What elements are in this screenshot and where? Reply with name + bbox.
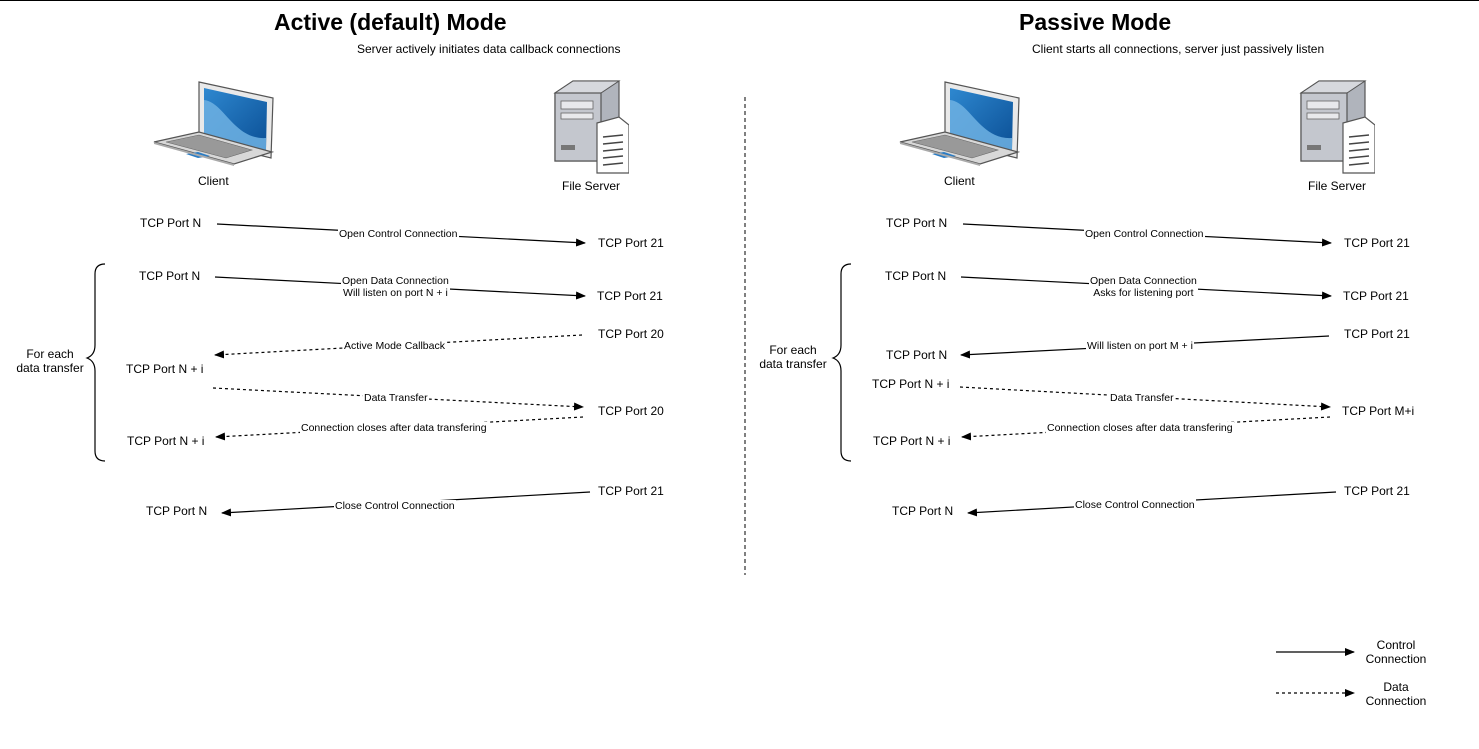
active-for-each-label: For each data transfer <box>16 347 84 375</box>
passive-server-port: TCP Port M+i <box>1342 404 1415 418</box>
passive-open-control-label: Open Control Connection <box>1084 228 1205 241</box>
active-connection-closes-label: Connection closes after data transfering <box>300 422 488 435</box>
active-mode-subtitle: Server actively initiates data callback … <box>357 42 621 56</box>
legend-data-label: Data Connection <box>1365 680 1427 708</box>
active-server-port: TCP Port 21 <box>598 236 664 250</box>
active-server-label: File Server <box>562 179 621 193</box>
passive-loop-brace <box>831 263 852 462</box>
passive-mode-subtitle: Client starts all connections, server ju… <box>1032 42 1325 56</box>
passive-server-port: TCP Port 21 <box>1344 236 1410 250</box>
file-server-icon <box>553 80 629 174</box>
passive-will-listen-label: Will listen on port M + i <box>1086 340 1194 353</box>
active-client-label: Client <box>198 174 229 188</box>
active-client-port: TCP Port N + i <box>126 362 204 376</box>
passive-client-port: TCP Port N <box>892 504 954 518</box>
active-client-port: TCP Port N + i <box>127 434 205 448</box>
file-server-icon <box>1299 80 1375 174</box>
active-mode-title: Active (default) Mode <box>274 9 507 35</box>
passive-client-port: TCP Port N + i <box>873 434 951 448</box>
active-callback-arrow <box>214 334 583 359</box>
laptop-icon <box>153 81 274 166</box>
passive-client-port: TCP Port N + i <box>872 377 950 391</box>
active-open-data-label: Open Data Connection Will listen on port… <box>341 275 450 300</box>
active-client-port: TCP Port N <box>140 216 202 230</box>
active-server-port: TCP Port 20 <box>598 404 664 418</box>
active-client-port: TCP Port N <box>139 269 201 283</box>
passive-server-port: TCP Port 21 <box>1344 327 1410 341</box>
passive-for-each-label: For each data transfer <box>759 343 827 371</box>
passive-mode-title: Passive Mode <box>1019 9 1172 35</box>
passive-close-control-label: Close Control Connection <box>1074 499 1196 512</box>
laptop-icon <box>899 81 1020 166</box>
top-border <box>0 0 1479 1</box>
active-data-transfer-label: Data Transfer <box>363 392 429 405</box>
passive-connection-closes-arrow <box>961 416 1331 441</box>
active-server-port: TCP Port 21 <box>597 289 663 303</box>
passive-connection-closes-label: Connection closes after data transfering <box>1046 422 1234 435</box>
passive-client-port: TCP Port N <box>886 348 948 362</box>
passive-client-label: Client <box>944 174 975 188</box>
active-connection-closes-arrow <box>215 416 584 441</box>
passive-data-transfer-arrow <box>959 386 1331 411</box>
passive-server-label: File Server <box>1308 179 1367 193</box>
active-callback-label: Active Mode Callback <box>343 340 446 353</box>
active-server-port: TCP Port 21 <box>598 484 664 498</box>
passive-client-port: TCP Port N <box>886 216 948 230</box>
legend-control-label: Control Connection <box>1365 638 1427 666</box>
passive-server-port: TCP Port 21 <box>1344 484 1410 498</box>
passive-server-port: TCP Port 21 <box>1343 289 1409 303</box>
passive-open-data-label: Open Data Connection Asks for listening … <box>1089 275 1198 300</box>
active-loop-brace <box>85 263 106 462</box>
active-client-port: TCP Port N <box>146 504 208 518</box>
active-data-transfer-arrow <box>212 387 584 411</box>
passive-client-port: TCP Port N <box>885 269 947 283</box>
active-close-control-label: Close Control Connection <box>334 500 456 513</box>
active-open-control-label: Open Control Connection <box>338 228 459 241</box>
active-server-port: TCP Port 20 <box>598 327 664 341</box>
passive-data-transfer-label: Data Transfer <box>1109 392 1175 405</box>
